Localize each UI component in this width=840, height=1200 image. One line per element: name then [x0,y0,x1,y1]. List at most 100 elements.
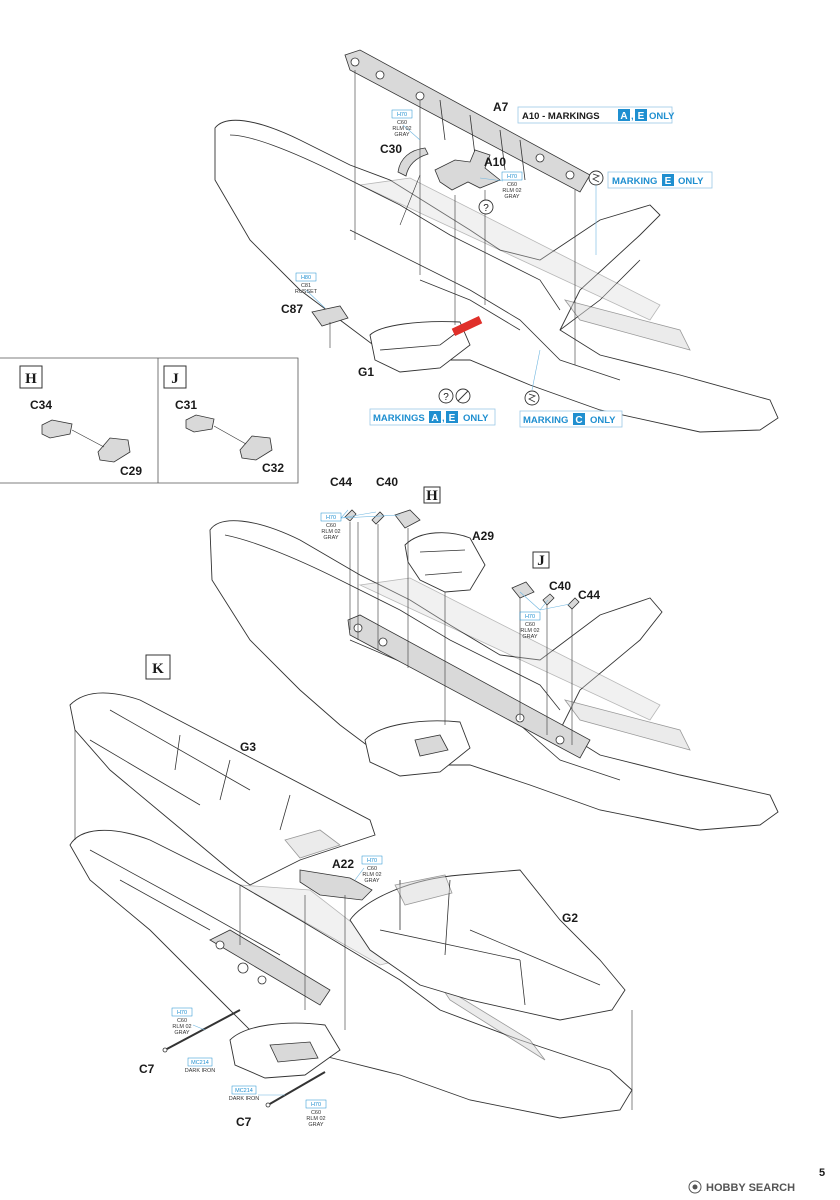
part-label-c34: C34 [30,398,52,412]
lower-wing-middle [209,520,779,831]
part-a29-shape [404,532,486,593]
part-c7-gun-bottom [265,1071,326,1108]
part-label-g3: G3 [240,740,256,754]
svg-text:?: ? [443,392,449,403]
svg-text:ONLY: ONLY [678,176,704,187]
svg-text:A10 - MARKINGS: A10 - MARKINGS [522,111,600,122]
step-label-j: J [171,371,179,387]
part-a7-shape [344,49,591,193]
svg-text:A: A [620,111,627,122]
svg-text:RLM 02: RLM 02 [520,628,539,634]
svg-text:DARK IRON: DARK IRON [185,1068,216,1074]
svg-text:GRAY: GRAY [323,535,339,541]
svg-text:C60: C60 [177,1018,187,1024]
optional-icon-bottom: ? [438,388,471,404]
svg-text:H70: H70 [326,515,336,521]
svg-text:GRAY: GRAY [308,1122,324,1128]
svg-text:C60: C60 [397,120,407,126]
paint-callout-middle-right: H70 C60 RLM 02 GRAY [519,611,541,640]
step-k-assembly-diagram [69,692,633,1119]
svg-text:?: ? [483,203,489,214]
page-number: 5 [819,1167,825,1179]
svg-text:C60: C60 [507,182,517,188]
svg-text:E: E [638,111,645,122]
svg-text:RLM 02: RLM 02 [321,529,340,535]
part-a10-shape [434,149,501,191]
part-c87-shape [311,305,349,327]
note-marking-e-only: MARKING E ONLY [607,171,713,189]
paint-callout-c7-top-iron: MC214 DARK IRON [185,1057,216,1074]
svg-text:ONLY: ONLY [590,415,616,426]
svg-text:,: , [631,111,634,122]
svg-text:C: C [575,415,582,426]
paint-callout-middle-left: H70 C60 RLM 02 GRAY [320,512,342,541]
svg-text:E: E [449,413,456,424]
part-label-c7-bottom: C7 [236,1115,252,1129]
part-label-c30: C30 [380,142,402,156]
svg-text:H70: H70 [507,174,517,180]
svg-text:H70: H70 [397,112,407,118]
part-label-g1: G1 [358,365,374,379]
step-label-h: H [25,371,37,387]
svg-text:RUSSET: RUSSET [295,289,318,295]
svg-text:RLM 02: RLM 02 [502,188,521,194]
paint-callout-a22: H70 C60 RLM 02 GRAY [361,855,383,884]
part-label-a7: A7 [493,100,509,114]
optional-icon-top: ? [478,199,494,215]
svg-text:ONLY: ONLY [649,111,675,122]
svg-text:H70: H70 [525,614,535,620]
svg-text:RLM 02: RLM 02 [392,126,411,132]
part-label-c87: C87 [281,302,303,316]
paint-callout-c7-bottom-iron: MC214 DARK IRON [229,1085,260,1102]
part-label-c44-left: C44 [330,475,352,489]
paint-callout-c7-top-gray: H70 C60 RLM 02 GRAY [171,1007,193,1036]
part-label-a29: A29 [472,529,494,543]
part-label-c44-right: C44 [578,588,600,602]
svg-text:ONLY: ONLY [463,413,489,424]
part-label-c31: C31 [175,398,197,412]
svg-text:H70: H70 [177,1010,187,1016]
part-label-c32: C32 [262,461,284,475]
paint-callout-c7-bottom-gray: H70 C60 RLM 02 GRAY [305,1099,327,1128]
svg-text:GRAY: GRAY [364,878,380,884]
part-a22-shape [299,869,373,901]
part-label-a22: A22 [332,857,354,871]
svg-text:E: E [665,176,672,187]
sub-assembly-box-h-j: H J C34 C29 C31 C32 [0,357,299,484]
paint-callout-a10: H70 C60 RLM 02 GRAY [501,171,523,200]
svg-text:HOBBY SEARCH: HOBBY SEARCH [706,1182,795,1194]
part-label-a10: A10 [484,155,506,169]
svg-text:GRAY: GRAY [522,634,538,640]
svg-text:RLM 02: RLM 02 [306,1116,325,1122]
svg-text:MARKINGS: MARKINGS [373,413,425,424]
svg-text:H80: H80 [301,275,311,281]
part-c30-shape [397,147,429,177]
part-c7-gun-top [162,1009,241,1053]
svg-text:H70: H70 [311,1102,321,1108]
svg-text:RLM 02: RLM 02 [362,872,381,878]
lower-wing-top [214,119,779,433]
svg-text:C60: C60 [326,523,336,529]
svg-text:GRAY: GRAY [394,132,410,138]
step-label-j-middle: J [537,553,545,569]
top-assembly-diagram: ? ? [214,49,779,433]
svg-text:MARKING: MARKING [612,176,657,187]
svg-text:DARK IRON: DARK IRON [229,1096,260,1102]
middle-assembly-diagram: H J [209,486,779,831]
svg-text:C81: C81 [301,283,311,289]
svg-text:C60: C60 [367,866,377,872]
svg-text:C60: C60 [525,622,535,628]
svg-text:,: , [442,413,445,424]
step-label-k: K [152,661,164,677]
note-a10-markings-a-e-only: A10 - MARKINGS A , E ONLY [517,106,675,124]
svg-text:GRAY: GRAY [504,194,520,200]
svg-text:MC214: MC214 [235,1088,253,1094]
step-label-h-middle: H [426,488,438,504]
marking-area-red [451,316,483,336]
svg-text:MARKING: MARKING [523,415,568,426]
note-markings-a-e-only: MARKINGS A , E ONLY [369,408,496,426]
svg-text:H70: H70 [367,858,377,864]
paint-callout-c87: H80 C81 RUSSET [295,272,318,295]
part-label-g2: G2 [562,911,578,925]
